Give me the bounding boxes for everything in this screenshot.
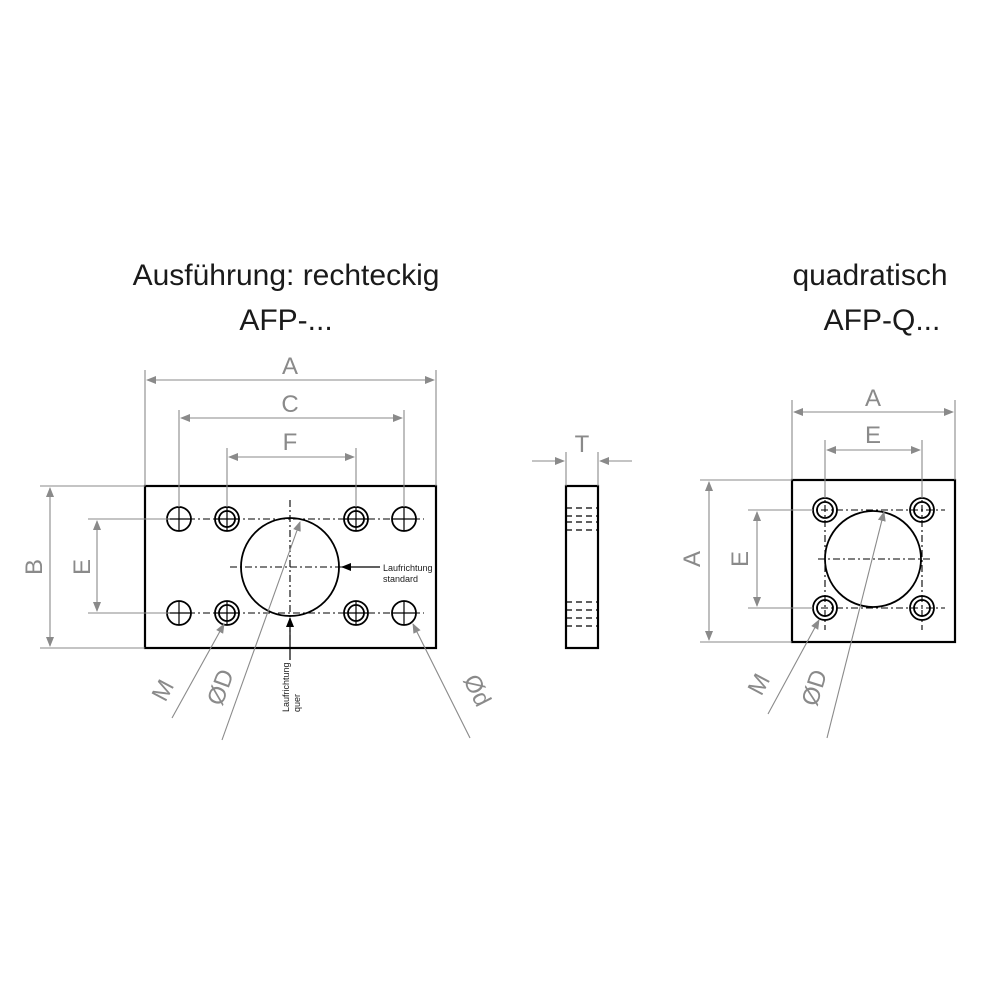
square-flange-view: quadratisch AFP-Q... A E	[679, 259, 957, 739]
dim-label-m: M	[147, 675, 180, 705]
thread-hole-m	[391, 600, 417, 626]
central-bore	[240, 517, 340, 617]
dim-label-d-large: ØD	[202, 666, 240, 709]
flange-side-view: T	[532, 431, 632, 650]
sq-leader-d	[826, 511, 886, 739]
sq-dim-label-a-side: A	[679, 551, 706, 567]
run-direction-standard-label2: standard	[383, 574, 418, 584]
dim-label-f: F	[283, 429, 298, 456]
dim-label-e: E	[69, 559, 96, 575]
dim-label-a: A	[282, 353, 298, 380]
dim-label-c: C	[281, 391, 298, 418]
sq-dim-label-d: ØD	[797, 667, 833, 709]
sq-dim-label-a: A	[865, 385, 881, 412]
right-title-line2: AFP-Q...	[824, 304, 941, 337]
run-direction-cross-label1: Laufrichtung	[281, 662, 291, 712]
leader-m	[171, 623, 225, 719]
left-title-line1: Ausführung: rechteckig	[133, 259, 440, 292]
sq-dim-label-e: E	[865, 422, 881, 449]
sq-leader-m	[767, 619, 820, 715]
dim-label-d-small: Ød	[457, 670, 496, 711]
thread-hole-m	[391, 506, 417, 532]
dim-label-b: B	[21, 559, 48, 575]
thread-hole-m	[166, 506, 192, 532]
thread-hole-m	[166, 600, 192, 626]
run-direction-cross-label2: quer	[292, 694, 302, 712]
counterbore-hole	[214, 600, 240, 626]
sq-dim-label-e-side: E	[727, 551, 754, 567]
leader-d-large	[221, 521, 301, 741]
side-view-outline	[564, 484, 600, 650]
run-direction-standard-label1: Laufrichtung	[383, 563, 433, 573]
counterbore-hole	[343, 600, 369, 626]
dim-label-t: T	[575, 431, 590, 458]
counterbore-hole	[214, 506, 240, 532]
counterbore-hole	[343, 506, 369, 532]
left-title-line2: AFP-...	[239, 304, 332, 337]
leader-d-small	[412, 623, 471, 739]
sq-central-bore	[824, 510, 922, 608]
sq-counterbore-hole	[909, 595, 935, 621]
rectangular-flange-view: Ausführung: rechteckig AFP-...	[21, 259, 496, 741]
square-plate-outline	[790, 478, 957, 644]
right-title-line1: quadratisch	[792, 259, 947, 292]
sq-dim-label-m: M	[743, 669, 776, 699]
